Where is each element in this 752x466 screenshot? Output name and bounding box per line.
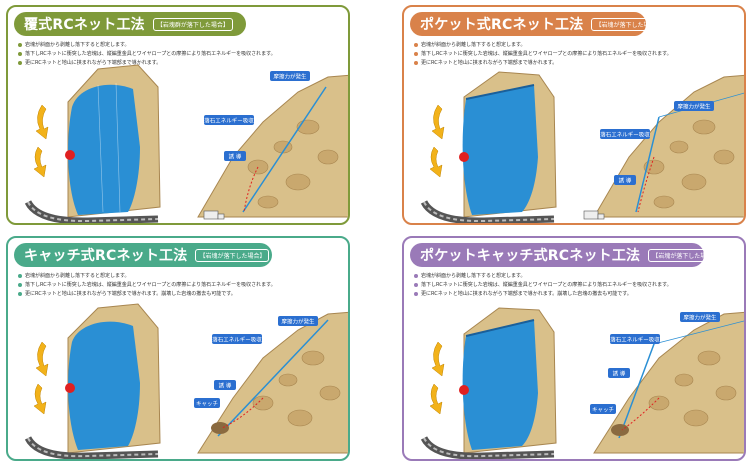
label-catch: キャッチ	[196, 401, 218, 408]
label-friction: 摩擦力が発生	[677, 103, 711, 111]
label-energy: 落石エネルギー吸収	[212, 336, 262, 344]
impact-point-icon	[65, 383, 75, 393]
net-line	[618, 343, 655, 439]
rockfall-arrow-icon	[33, 104, 49, 178]
method-illustration: 摩擦力が発生 落石エネルギー吸収 誘 導	[420, 71, 744, 223]
caught-rock	[211, 422, 229, 434]
label-energy-box	[600, 129, 650, 139]
panel-p4: ポケットキャッチ式RCネット工法 【岩塊が落下した場合】 岩塊が斜面から剥離し落…	[402, 236, 746, 461]
wire-rope	[653, 320, 744, 345]
rockfall-arrow-icon	[33, 341, 49, 415]
panel-title-pill: 覆式RCネット工法 【岩塊群が落下した場合】	[14, 12, 246, 36]
bullet-item: 落下しRCネットに衝突した岩塊は、縦編重金具とワイヤロープとの摩擦により落石エネ…	[414, 281, 736, 290]
label-energy: 落石エネルギー吸収	[600, 131, 650, 139]
rc-net	[462, 320, 538, 450]
label-guide: 誘 導	[219, 382, 232, 390]
label-energy: 落石エネルギー吸収	[610, 336, 660, 344]
panel-title: 覆式RCネット工法	[24, 17, 145, 33]
rc-net	[68, 321, 140, 450]
caught-rock	[611, 424, 629, 436]
guide-path	[221, 397, 264, 429]
label-energy-box	[204, 115, 254, 125]
panel-note: 【岩塊群が落下した場合】	[152, 17, 233, 31]
bullet-item: 落下しRCネットに衝突した岩塊は、縦編重金具とワイヤロープとの摩擦により落石エネ…	[18, 281, 340, 290]
method-illustration: 摩擦力が発生 落石エネルギー吸収 誘 導 キャッチ	[420, 307, 744, 459]
panel-p3: キャッチ式RCネット工法 【岩塊が落下した場合】 岩塊が斜面から剥離し落下すると…	[6, 236, 350, 461]
panel-note: 【岩塊が落下した場合】	[648, 248, 723, 262]
rockfall-arrow-icon	[429, 104, 445, 178]
bullet-item: 落下しRCネットに衝突した岩塊は、縦編重金具とワイヤロープとの摩擦により落石エネ…	[414, 50, 736, 59]
panel-note: 【岩塊が落下した場合】	[195, 248, 270, 262]
truck-icon	[583, 210, 605, 220]
panel-p2: ポケット式RCネット工法 【岩塊が落下した場合】 岩塊が斜面から剥離し落下すると…	[402, 5, 746, 225]
panel-title-pill: ポケットキャッチ式RCネット工法 【岩塊が落下した場合】	[410, 243, 723, 267]
label-catch: キャッチ	[592, 407, 614, 414]
bullet-item: 更にRCネットと地山に挟まれながら下端部まで導かれます。崩壊した岩塊の撤去も可能…	[18, 290, 340, 299]
bullet-item: 更にRCネットと地山に挟まれながら下端部まで導かれます。崩壊した岩塊の撤去も可能…	[414, 290, 736, 299]
panel-title: キャッチ式RCネット工法	[24, 248, 188, 264]
impact-point-icon	[459, 152, 469, 162]
label-guide: 誘 導	[229, 153, 242, 161]
label-guide-box	[214, 380, 236, 390]
bullet-list: 岩塊が斜面から剥離し落下すると想定します。 落下しRCネットに衝突した岩塊は、縦…	[414, 272, 736, 299]
label-energy-box	[610, 334, 660, 344]
bullet-item: 更にRCネットと地山に挟まれながら下端部まで導かれます。	[18, 59, 340, 68]
bullet-item: 岩塊が斜面から剥離し落下すると想定します。	[414, 41, 736, 50]
impact-point-icon	[459, 385, 469, 395]
panel-p1: 覆式RCネット工法 【岩塊群が落下した場合】 岩塊が斜面から剥離し落下すると想定…	[6, 5, 350, 225]
panel-title: ポケット式RCネット工法	[420, 17, 584, 33]
panel-title-pill: キャッチ式RCネット工法 【岩塊が落下した場合】	[14, 243, 272, 267]
label-guide: 誘 導	[613, 370, 626, 378]
bullet-item: 岩塊が斜面から剥離し落下すると想定します。	[414, 272, 736, 281]
net-ribs	[97, 82, 121, 213]
panel-title: ポケットキャッチ式RCネット工法	[420, 248, 641, 264]
net-line	[635, 116, 660, 213]
method-illustration: 摩擦力が発生 落石エネルギー吸収 誘 導	[24, 64, 348, 223]
net-line	[242, 86, 327, 213]
panel-title-pill: ポケット式RCネット工法 【岩塊が落下した場合】	[410, 12, 666, 36]
label-guide-box	[224, 151, 246, 161]
guide-path	[621, 397, 660, 431]
label-friction: 摩擦力が発生	[281, 318, 315, 326]
net-line	[217, 319, 329, 437]
label-friction: 摩擦力が発生	[273, 73, 307, 81]
bullet-list: 岩塊が斜面から剥離し落下すると想定します。 落下しRCネットに衝突した岩塊は、縦…	[18, 41, 340, 68]
bullet-item: 更にRCネットと地山に挟まれながら下端部まで導かれます。	[414, 59, 736, 68]
label-energy-box	[212, 334, 262, 344]
label-catch-box	[590, 404, 616, 414]
truck-icon	[203, 210, 225, 220]
guide-path	[637, 156, 655, 213]
panel-note: 【岩塊が落下した場合】	[591, 17, 666, 31]
rc-net	[68, 84, 140, 215]
label-guide: 誘 導	[619, 177, 632, 185]
label-catch-box	[194, 398, 220, 408]
bullet-list: 岩塊が斜面から剥離し落下すると想定します。 落下しRCネットに衝突した岩塊は、縦…	[18, 272, 340, 299]
label-friction-box	[680, 312, 720, 322]
label-friction-box	[674, 101, 714, 111]
label-energy: 落石エネルギー吸収	[204, 117, 254, 125]
method-illustration: 摩擦力が発生 落石エネルギー吸収 誘 導 キャッチ	[24, 303, 348, 459]
bullet-item: 岩塊が斜面から剥離し落下すると想定します。	[18, 41, 340, 50]
label-friction: 摩擦力が発生	[683, 314, 717, 322]
label-friction-box	[270, 71, 310, 81]
impact-point-icon	[65, 150, 75, 160]
bullet-item: 岩塊が斜面から剥離し落下すると想定します。	[18, 272, 340, 281]
rockfall-arrow-icon	[429, 341, 445, 415]
rc-net	[462, 85, 538, 215]
bullet-list: 岩塊が斜面から剥離し落下すると想定します。 落下しRCネットに衝突した岩塊は、縦…	[414, 41, 736, 68]
label-friction-box	[278, 316, 318, 326]
bullet-item: 落下しRCネットに衝突した岩塊は、縦編重金具とワイヤロープとの摩擦により落石エネ…	[18, 50, 340, 59]
label-guide-box	[614, 175, 636, 185]
label-guide-box	[608, 368, 630, 378]
